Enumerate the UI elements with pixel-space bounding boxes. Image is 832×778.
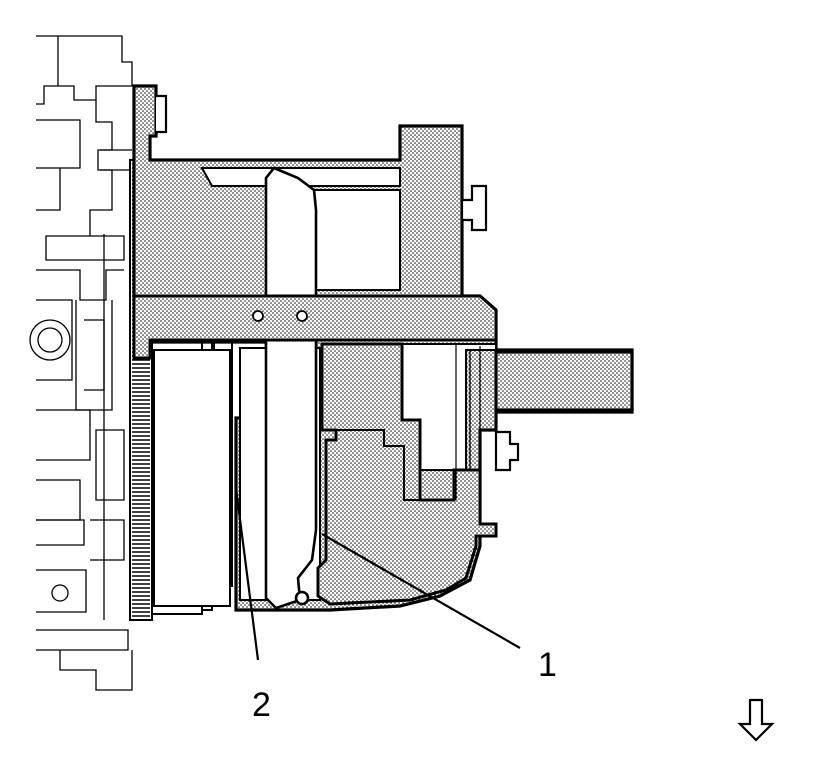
clutch-disc-front <box>264 166 318 610</box>
callout-leader-lines <box>234 487 521 661</box>
callout-2: 2 <box>252 686 271 724</box>
tool-bolt-bottom <box>494 430 520 472</box>
engine-block <box>29 35 133 691</box>
tool-arbor-shaft <box>132 294 498 360</box>
tool-bolt-top <box>156 94 488 232</box>
down-arrow-icon <box>737 698 775 742</box>
tool-centering-cone <box>316 342 498 606</box>
tool-handle <box>494 350 634 412</box>
callout-1: 1 <box>538 646 557 684</box>
